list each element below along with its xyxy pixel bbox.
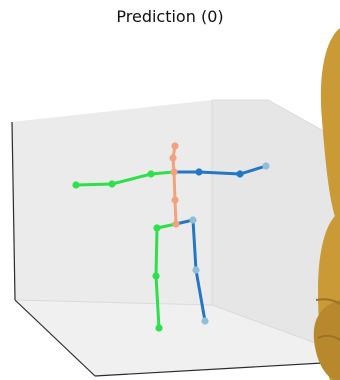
thorax-joint — [170, 168, 178, 176]
left-wrist-joint — [72, 181, 80, 189]
right-elbow-joint — [236, 170, 244, 178]
avatar-hand — [313, 300, 340, 380]
avatar-fold-shadow — [315, 298, 340, 305]
y-axis-line — [94, 361, 340, 377]
avatar-arm-image — [313, 28, 340, 380]
neck-joint — [169, 154, 177, 162]
left-arm-bone — [74, 170, 176, 187]
floor-pane — [15, 300, 340, 376]
figure-title: Prediction (0) — [116, 7, 224, 26]
left-hip-joint — [153, 224, 161, 232]
avatar-fold-shadow-2 — [317, 334, 340, 341]
spine-joint — [171, 196, 179, 204]
skeleton-joints — [72, 142, 270, 332]
head-joint — [171, 142, 179, 150]
back-pane-right — [212, 100, 340, 352]
back-pane-left — [12, 100, 212, 305]
x-axis-line — [14, 299, 96, 377]
avatar-upper-arm — [320, 28, 340, 230]
left-shoulder-joint — [147, 170, 155, 178]
pane-edge-floor-back — [14, 299, 213, 306]
z-axis-line — [11, 121, 16, 301]
hip-joint — [172, 220, 180, 228]
right-hip-joint — [189, 216, 197, 224]
right-wrist-joint — [262, 162, 270, 170]
left-ankle-joint — [155, 324, 163, 332]
right-arm-bone — [172, 164, 268, 176]
right-shoulder-joint — [195, 168, 203, 176]
axes-panes — [12, 99, 340, 376]
axis-lines — [11, 121, 340, 377]
left-knee-joint — [152, 272, 160, 280]
left-elbow-joint — [108, 180, 116, 188]
right-ankle-joint — [201, 317, 209, 325]
right-knee-joint — [192, 266, 200, 274]
